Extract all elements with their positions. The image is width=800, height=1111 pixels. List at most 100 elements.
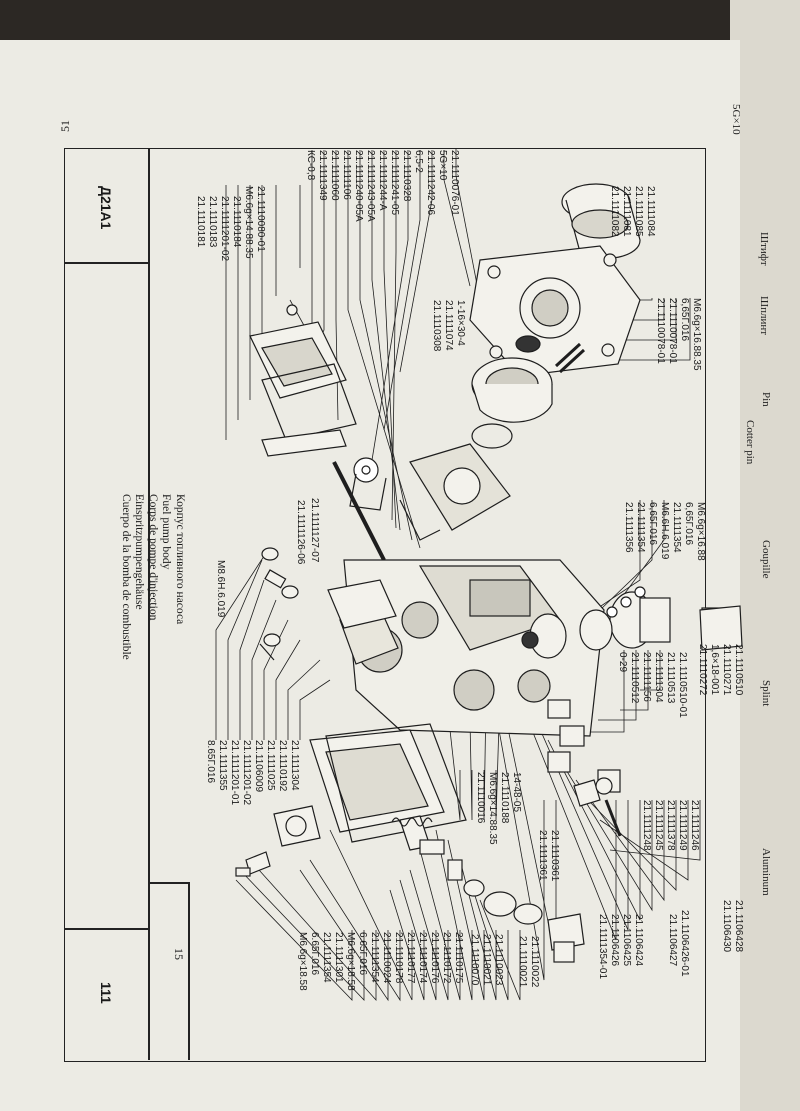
label: M8.6H.6.019 [215,560,226,618]
label: 6,5-2 [413,150,424,173]
label: 21.1111084 [645,186,656,237]
cover-plate-lower [309,729,445,833]
label: 21.1110174 [417,932,428,984]
label: 21.1111106 [341,150,352,200]
label: 21.1106424 [633,914,644,967]
label: 21.1106426-01 [679,910,690,977]
label: 21.1106426 [609,914,620,967]
figure-frame [64,148,706,1062]
label: 21.1110184 [231,196,242,248]
label: 21.1110192 [277,740,288,792]
label: 21.1111249 [677,800,688,851]
label: 21.1111301 [333,932,344,983]
label: 21.1106430 [721,900,732,953]
label: КС-0,8 [305,150,316,181]
label: 6,65Г.016 [647,502,658,546]
label: 21.1111245 [653,800,664,851]
label: 21.1110078-01 [655,298,666,364]
bushing-part [561,183,641,259]
label: 21.1111082 [609,186,620,237]
label: 21.1111127-07 [309,498,320,563]
label: 21.1111361 [537,830,548,881]
label: M6.6g×18.58 [297,932,308,991]
label: 21.1111241-05 [389,150,400,216]
figure-cell-divider [188,882,190,1060]
label: 21.1110181 [195,196,206,248]
label: 21.1110021 [517,936,528,988]
o-ring-part [471,423,513,449]
label: 21.1110188 [499,772,510,824]
gasket-lower [325,723,467,843]
label: 21.1110271 [721,644,732,696]
label: 21.1110022 [529,936,540,988]
label: 21.1110512 [629,652,640,704]
number-cell-rule [64,928,148,930]
plunger-assembly [521,591,743,659]
label: 1-16×30-4 [455,300,466,346]
label: 21.1110510-01 [677,652,688,718]
link-part [399,499,441,541]
label: 21.1111156 [641,652,652,702]
lever-arm [261,304,347,457]
label: 21.1111201-02 [219,196,230,262]
fittings-right [547,699,622,837]
gasket-upper [261,363,357,441]
label: 21.1110023 [493,934,504,986]
label: M6.6g×18.58 [345,932,356,991]
figure-cell-rule [148,882,188,884]
stud-bolt [554,342,586,374]
label: 21.1111060 [329,150,340,201]
label: 21.1111354 [321,932,332,983]
label: 6.65Г.016 [357,932,368,976]
label: 21.1110021 [481,934,492,986]
label: 8.65Г.016 [205,740,216,784]
label: 21.1111248 [641,800,652,851]
label: 0-29 [617,652,628,673]
label: 21.1111356 [623,502,634,553]
spring-part [391,817,433,827]
label: 21.1106428 [733,900,744,953]
label: 1,6×18-001 [709,644,720,695]
label: 21.1110016 [475,772,486,824]
label: 21.1110178 [393,932,404,984]
label: 21.1111304 [653,652,664,703]
frame-divider [148,148,150,1060]
label: M6.6H.6.019 [659,502,670,560]
label: 21.1111242-06 [425,150,436,216]
label: 21.1110328 [401,150,412,202]
label: 21.1110272 [697,644,708,696]
label: 21.1111201-02 [241,740,252,806]
label: 21.1111243-05A [365,150,376,222]
label: 21.1110175 [453,932,464,984]
label: 6,65Г.016 [679,298,690,342]
label: 21.1110183 [207,196,218,248]
label: 21.1110176 [429,932,440,984]
flange-plate [469,245,641,377]
label: 14-48-05 [511,772,522,813]
label: 21.1111354 [635,502,646,553]
label: 21.1110070 [469,934,480,986]
label: 21.1111240-05A [353,150,364,222]
label: M6.6g×16.88 [695,502,706,561]
next-page-edge [730,0,800,1111]
label: 21.1110078-01 [667,298,678,364]
label: 21.1110177 [405,932,416,984]
label: 21.1106427 [667,914,678,967]
end-flange [273,805,321,847]
small-bolt [235,851,271,877]
small-washers [606,586,646,618]
label: 21.1111025 [265,740,276,791]
label: 21.1111074 [443,300,454,351]
governor-shaft [332,461,386,561]
label: 21.1110361 [549,830,560,882]
label: 21.1111244-A [377,150,388,211]
label: 21.1111354 [369,932,380,983]
cover-plate-upper [249,321,347,399]
label: 21.1110513 [665,652,676,704]
gasket-part [409,443,511,531]
label: 21.1111085 [633,186,644,237]
label: 21.1111354 [671,502,682,553]
screws-left [259,547,299,661]
